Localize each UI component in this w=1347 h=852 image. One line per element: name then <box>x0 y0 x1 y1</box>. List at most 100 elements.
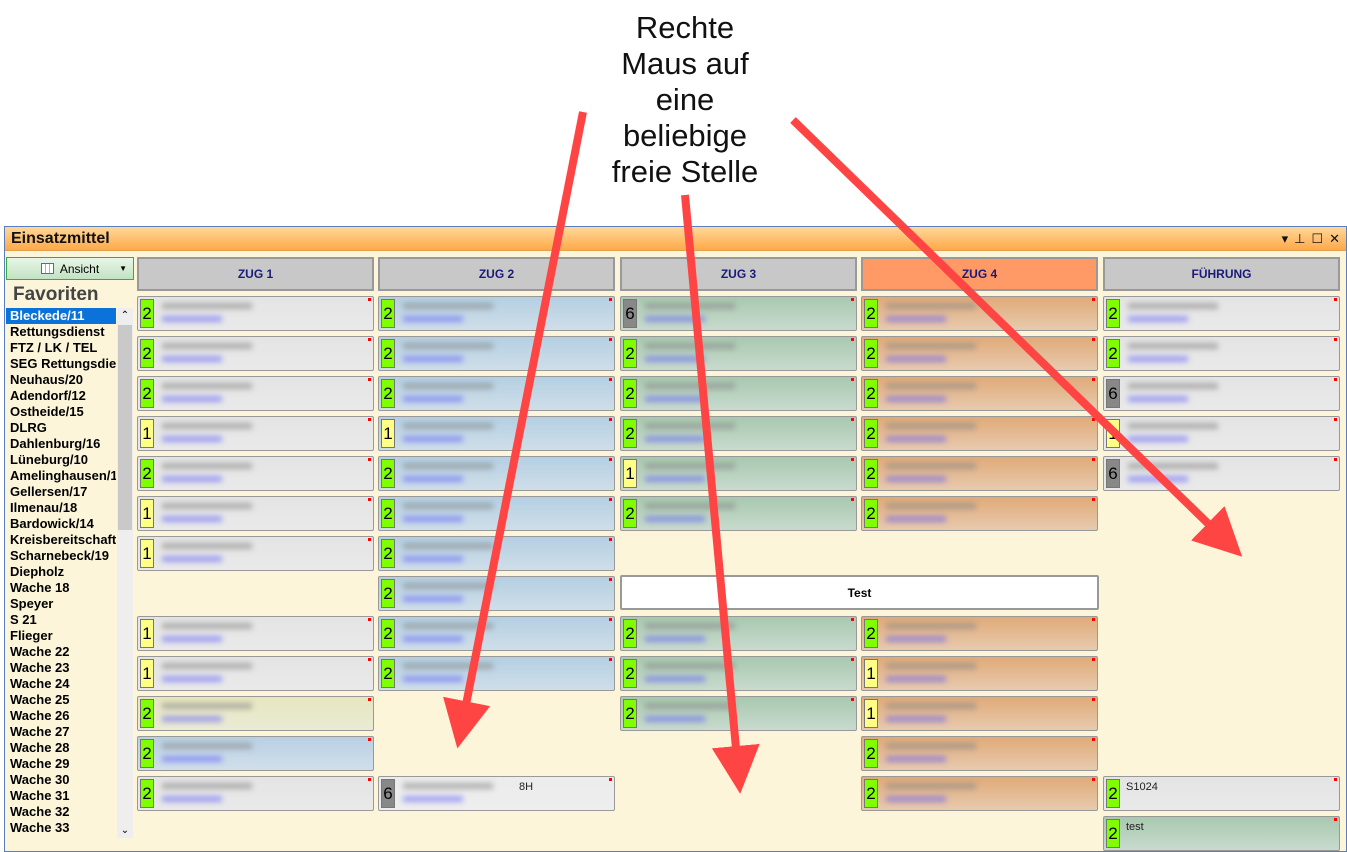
favorite-item[interactable]: Ostheide/15 <box>10 404 84 419</box>
unit-card[interactable]: 2 <box>861 336 1098 371</box>
unit-card[interactable]: 2 <box>1103 336 1340 371</box>
favorite-item[interactable]: SEG Rettungsdie <box>10 356 116 371</box>
unit-card[interactable]: 1 <box>861 656 1098 691</box>
unit-card[interactable]: 2 <box>378 376 615 411</box>
unit-card[interactable]: 1 <box>137 536 374 571</box>
maximize-icon[interactable]: ☐ <box>1311 230 1324 246</box>
column-header[interactable]: FÜHRUNG <box>1103 257 1340 291</box>
favorite-item[interactable]: Wache 25 <box>10 692 70 707</box>
scroll-up-icon[interactable]: ⌃ <box>120 310 130 321</box>
unit-card[interactable]: 2 <box>620 376 857 411</box>
unit-card[interactable]: 1 <box>378 416 615 451</box>
favorite-item[interactable]: Bardowick/14 <box>10 516 94 531</box>
unit-card[interactable]: 2 <box>861 376 1098 411</box>
favorite-item[interactable]: Wache 24 <box>10 676 70 691</box>
pin-icon[interactable]: ⊥ <box>1294 230 1306 246</box>
unit-card[interactable]: 2 <box>137 376 374 411</box>
favorite-item[interactable]: Lüneburg/10 <box>10 452 89 467</box>
favorite-item[interactable]: Gellersen/17 <box>10 484 88 499</box>
unit-card[interactable]: 2 <box>1103 296 1340 331</box>
close-icon[interactable]: ✕ <box>1329 230 1340 246</box>
status-badge: 2 <box>623 379 637 408</box>
unit-card[interactable]: 2 <box>861 616 1098 651</box>
unit-card[interactable]: 2 <box>861 296 1098 331</box>
scrollbar[interactable]: ⌃ ⌄ <box>117 308 133 838</box>
unit-card[interactable]: 2 <box>137 296 374 331</box>
favorite-item[interactable]: Wache 29 <box>10 756 70 771</box>
unit-card[interactable]: 6 <box>1103 376 1340 411</box>
unit-card[interactable]: 2 <box>620 336 857 371</box>
unit-card[interactable]: 2 <box>137 456 374 491</box>
favorite-item[interactable]: Speyer <box>10 596 54 611</box>
favorite-item[interactable]: Wache 28 <box>10 740 70 755</box>
unit-card[interactable]: 1 <box>137 656 374 691</box>
favorite-item[interactable]: Wache 22 <box>10 644 70 659</box>
favorite-item[interactable]: Adendorf/12 <box>10 388 86 403</box>
favorite-item[interactable]: Diepholz <box>10 564 65 579</box>
scroll-down-icon[interactable]: ⌄ <box>120 825 130 836</box>
favorite-item[interactable]: Wache 32 <box>10 804 70 819</box>
favorite-item[interactable]: Wache 31 <box>10 788 70 803</box>
unit-card[interactable]: 2 <box>861 416 1098 451</box>
unit-card[interactable]: 2 <box>620 656 857 691</box>
column-header[interactable]: ZUG 2 <box>378 257 615 291</box>
unit-card[interactable]: 2 <box>861 736 1098 771</box>
favorite-item[interactable]: Dahlenburg/16 <box>10 436 101 451</box>
favorite-item[interactable]: Wache 33 <box>10 820 70 835</box>
favorite-item[interactable]: Neuhaus/20 <box>10 372 83 387</box>
favorite-item[interactable]: Ilmenau/18 <box>10 500 78 515</box>
unit-card[interactable]: 1 <box>1103 416 1340 451</box>
unit-card[interactable]: 2 <box>378 296 615 331</box>
unit-card[interactable]: 2 <box>620 496 857 531</box>
unit-card[interactable]: 2 <box>137 776 374 811</box>
favorite-item[interactable]: S 21 <box>10 612 37 627</box>
unit-card[interactable]: 1 <box>861 696 1098 731</box>
unit-card[interactable]: 1 <box>137 496 374 531</box>
scrollbar-thumb[interactable] <box>118 325 132 530</box>
unit-card[interactable]: 2 <box>137 336 374 371</box>
unit-card[interactable]: 2 <box>620 416 857 451</box>
dropdown-icon[interactable]: ▾ <box>1281 230 1289 246</box>
test-card[interactable]: Test <box>620 575 1099 610</box>
favorite-item[interactable]: FTZ / LK / TEL <box>10 340 98 355</box>
unit-card[interactable]: 2 <box>861 776 1098 811</box>
view-button[interactable]: Ansicht ▼ <box>6 257 134 280</box>
unit-card[interactable]: 1 <box>137 416 374 451</box>
favorite-item[interactable]: Scharnebeck/19 <box>10 548 110 563</box>
unit-card[interactable]: 2 <box>137 736 374 771</box>
unit-card[interactable]: 2 <box>861 456 1098 491</box>
favorite-item[interactable]: Rettungsdienst <box>10 324 105 339</box>
unit-card[interactable]: 2 <box>378 496 615 531</box>
unit-card[interactable]: 1 <box>620 456 857 491</box>
favorite-item[interactable]: Wache 18 <box>10 580 70 595</box>
unit-card[interactable]: 2 <box>378 336 615 371</box>
unit-card[interactable]: 2 <box>378 536 615 571</box>
unit-card[interactable]: 2 <box>378 616 615 651</box>
unit-card[interactable]: 2 <box>137 696 374 731</box>
unit-card[interactable]: 2 <box>378 656 615 691</box>
favorite-item[interactable]: DLRG <box>10 420 47 435</box>
favorite-item[interactable]: Kreisbereitschaft <box>10 532 116 547</box>
favorite-item[interactable]: Wache 27 <box>10 724 70 739</box>
favorite-item[interactable]: Wache 26 <box>10 708 70 723</box>
unit-card[interactable]: 6 <box>620 296 857 331</box>
column-header[interactable]: ZUG 3 <box>620 257 857 291</box>
unit-card[interactable]: 1 <box>137 616 374 651</box>
unit-card[interactable]: 2 <box>378 456 615 491</box>
favorite-item[interactable]: Flieger <box>10 628 53 643</box>
unit-card[interactable]: 2 <box>861 496 1098 531</box>
favorite-item[interactable]: Wache 23 <box>10 660 70 675</box>
unit-card[interactable]: 2 <box>620 696 857 731</box>
column-header[interactable]: ZUG 1 <box>137 257 374 291</box>
favorite-item[interactable]: Bleckede/11 <box>6 308 116 324</box>
column-header[interactable]: ZUG 4 <box>861 257 1098 291</box>
unit-card[interactable]: 6 <box>1103 456 1340 491</box>
unit-card[interactable]: 2 <box>378 576 615 611</box>
favorite-item[interactable]: Wache 30 <box>10 772 70 787</box>
unit-card[interactable]: 2 <box>620 616 857 651</box>
favorite-item[interactable]: Amelinghausen/1 <box>10 468 116 483</box>
